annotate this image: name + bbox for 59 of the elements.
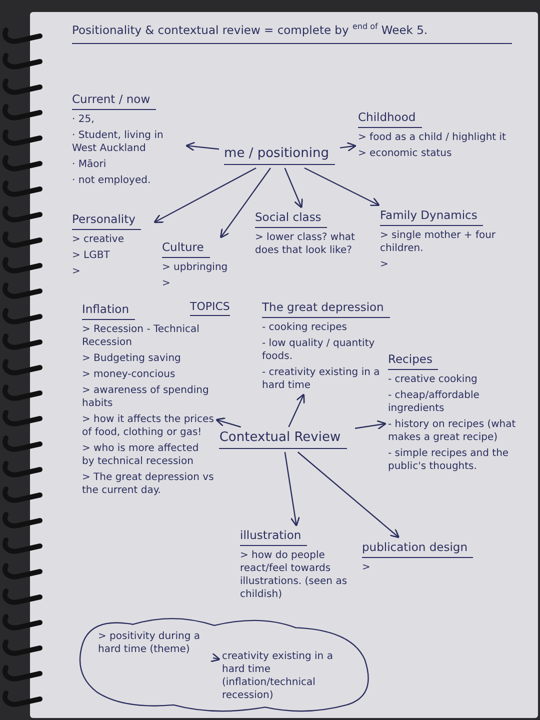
arrow (220, 168, 271, 238)
note-text: > (72, 265, 82, 278)
note-text: - cooking recipes (262, 321, 348, 334)
underlined-heading: Childhood (358, 110, 422, 128)
underlined-heading: publication design (362, 540, 474, 558)
note-text: · Māori (72, 158, 108, 171)
note-text: creativity existing in a hard time (inflation/technical recession) (222, 650, 334, 702)
arrow (354, 420, 386, 430)
note-text: > (362, 561, 372, 574)
arrow (340, 142, 356, 152)
underlined-heading: Personality (72, 212, 142, 230)
note-text: > The great depression vs the current day. (82, 471, 214, 497)
note-text: > economic status (358, 147, 453, 160)
topic-label: TOPICS (190, 300, 230, 316)
note-text: > how do people react/feel towards illustrations. (seen as childish) (240, 549, 348, 601)
note-text: - creativity existing in a hard time (262, 366, 381, 392)
arrow (216, 417, 241, 428)
underlined-heading: Inflation (82, 302, 135, 320)
underlined-heading: me / positioning (224, 146, 335, 165)
arrow (210, 652, 220, 662)
note-text: > upbringing (162, 261, 229, 274)
page-title: Positionality & contextual review = complete by $^{end of}$ Week 5. (72, 22, 512, 44)
underlined-heading: Contextual Review (219, 430, 347, 449)
underlined-heading: Family Dynamics (380, 208, 484, 226)
note-text: > awareness of spending habits (82, 384, 210, 410)
note-text: · not employed. (72, 174, 152, 187)
note-text: - creative cooking (388, 373, 478, 386)
note-text: > LGBT (72, 249, 111, 262)
note-text: > money-concious (82, 368, 176, 381)
note-text: · 25, (72, 113, 96, 126)
note-text: > how it affects the prices of food, clothing or gas! (82, 413, 214, 439)
note-text: > Recession - Technical Recession (82, 323, 200, 349)
note-text: > Budgeting saving (82, 352, 182, 365)
note-text: - history on recipes (what makes a great recipe) (388, 418, 517, 444)
underlined-heading: Current / now (72, 92, 156, 110)
arrow (288, 394, 305, 428)
note-text: > (380, 258, 390, 271)
arrow (297, 452, 400, 538)
note-text: - simple recipes and the public's thoughts. (388, 447, 510, 473)
note-text: · Student, living in West Auckland (72, 129, 164, 155)
note-text: > creative (72, 233, 125, 246)
arrow (284, 168, 303, 208)
underlined-heading: Culture (162, 240, 210, 258)
note-text: > positivity during a hard time (theme) (98, 630, 201, 656)
note-text: > (162, 277, 172, 290)
arrow (154, 167, 256, 224)
underlined-heading: Social class (255, 210, 328, 228)
underlined-heading: The great depression (262, 300, 390, 318)
arrow (284, 452, 300, 526)
underlined-heading: Recipes (388, 352, 438, 370)
arrow (186, 142, 220, 152)
note-text: > who is more affected by technical recession (82, 442, 200, 468)
note-text: > lower class? what does that look like? (255, 231, 356, 257)
note-text: > food as a child / highlight it (358, 131, 507, 144)
note-text: - low quality / quantity foods. (262, 337, 376, 363)
note-text: > single mother + four children. (380, 229, 497, 255)
arrow (304, 167, 380, 206)
underlined-heading: illustration (240, 528, 308, 546)
note-text: - cheap/affordable ingredients (388, 389, 480, 415)
